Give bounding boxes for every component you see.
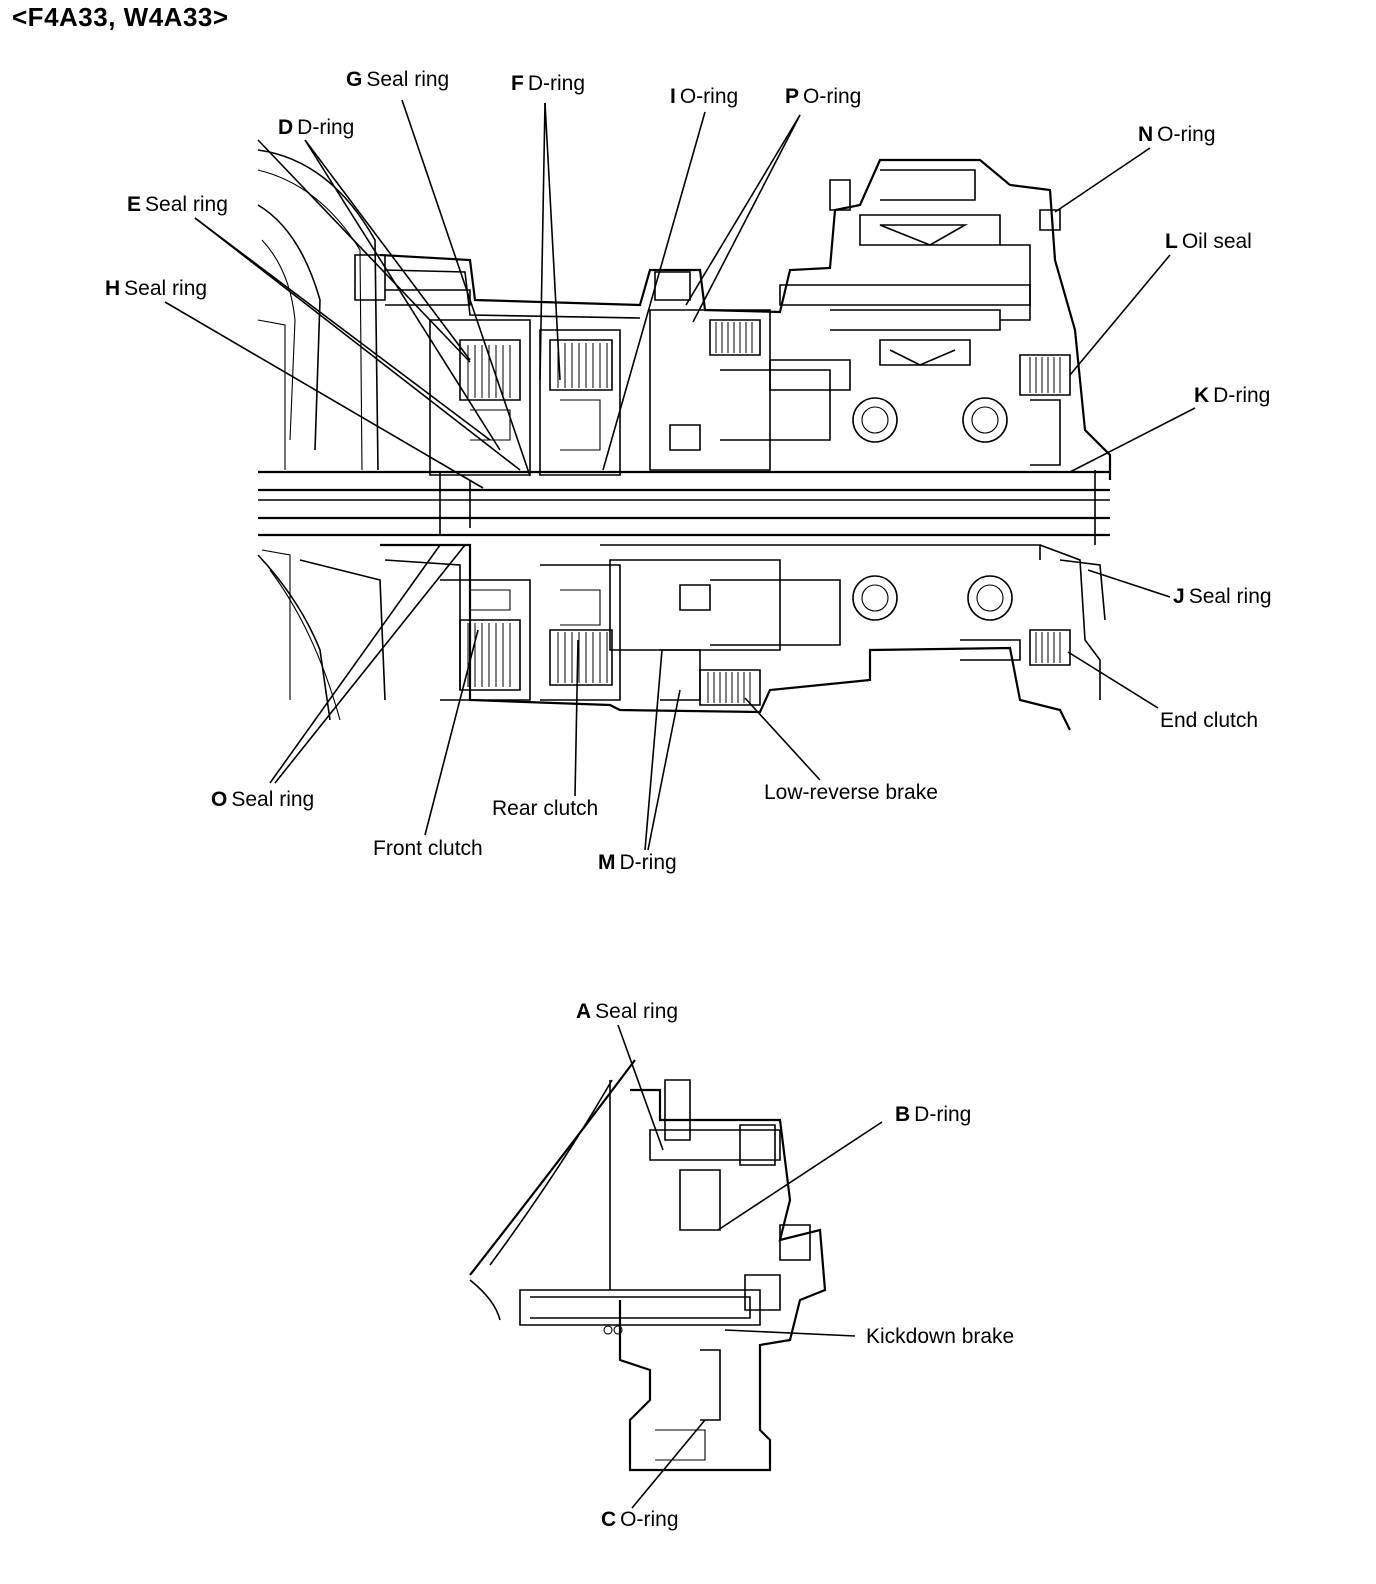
- leader-f-1: [539, 102, 546, 381]
- leader-e-2: [194, 217, 521, 471]
- leader-m-2: [647, 689, 681, 851]
- kickdown-section: [469, 1059, 827, 1472]
- leader-a: [617, 1024, 664, 1151]
- leader-d-2: [304, 139, 501, 451]
- leader-b: [717, 1121, 883, 1231]
- leader-p-2: [692, 114, 801, 323]
- leader-c: [631, 1419, 706, 1509]
- page-title: <F4A33, W4A33>: [12, 2, 229, 32]
- leader-low-reverse: [744, 697, 821, 781]
- leader-rear-clutch: [574, 639, 579, 797]
- leader-l: [1069, 254, 1171, 376]
- leader-end-clutch: [1067, 651, 1159, 709]
- leader-kickdown: [724, 1329, 856, 1337]
- label-end-clutch: End clutch: [1160, 709, 1259, 732]
- label-kickdown-brake: Kickdown brake: [866, 1325, 1015, 1348]
- leader-h: [164, 301, 484, 489]
- leader-d-3: [257, 139, 471, 363]
- leader-j: [1087, 569, 1171, 598]
- label-low-reverse-brake: Low-reverse brake: [764, 781, 938, 804]
- leader-f-2: [544, 102, 561, 381]
- leader-front-clutch: [424, 629, 479, 836]
- label-front-clutch: Front clutch: [373, 837, 483, 860]
- leader-m-1: [644, 649, 663, 851]
- leader-o-2: [274, 544, 466, 784]
- leader-d-1: [304, 139, 471, 361]
- label-rear-clutch: Rear clutch: [492, 797, 599, 820]
- leader-lines: [164, 99, 1196, 1509]
- leader-g: [401, 99, 531, 477]
- leader-i: [602, 111, 706, 471]
- leader-e-1: [194, 217, 491, 441]
- leader-k: [1069, 407, 1196, 473]
- main-transmission-section: [257, 149, 1112, 731]
- leader-n: [1054, 147, 1151, 213]
- leader-o-1: [269, 544, 441, 784]
- leader-p-1: [685, 114, 801, 306]
